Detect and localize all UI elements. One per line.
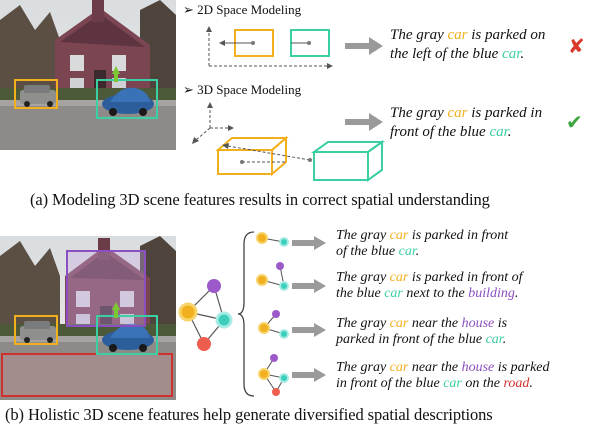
- scene-photo-a: [0, 0, 176, 150]
- word-blue-car: car: [489, 124, 508, 140]
- text-span: next to the: [402, 286, 469, 301]
- cuboid-blue-car: [310, 140, 386, 182]
- description-b3-line1: The gray car near the house is: [336, 316, 507, 332]
- text-span: the blue: [336, 286, 385, 301]
- word-road: road: [503, 376, 530, 391]
- word-blue-car: car: [485, 332, 503, 347]
- description-b1: The gray car is parked in front of the b…: [336, 228, 508, 260]
- word-gray-car: car: [389, 228, 409, 243]
- description-3d-line1: The gray car is parked in: [390, 104, 542, 123]
- word-blue-car: car: [384, 286, 403, 301]
- word-house: house: [461, 360, 495, 375]
- text-span: parked in front of the blue: [336, 332, 486, 347]
- description-2d-line2: the left of the blue car.: [390, 45, 545, 64]
- description-2d: The gray car is parked on the left of th…: [390, 26, 545, 64]
- text-span: is: [494, 316, 508, 331]
- description-b2: The gray car is parked in front of the b…: [336, 270, 523, 302]
- axes-2d: [208, 30, 329, 67]
- text-span: The gray: [336, 316, 390, 331]
- axes-3d: [195, 106, 230, 141]
- mini-graph-4: [258, 354, 289, 396]
- section-2d-bullet: ➢: [183, 2, 194, 17]
- word-gray-car: car: [389, 270, 409, 285]
- section-3d-header: ➢ 3D Space Modeling: [183, 82, 301, 98]
- section-3d-title: 3D Space Modeling: [197, 82, 302, 97]
- word-gray-car: car: [389, 360, 409, 375]
- arrow-2d-to-desc: [345, 37, 383, 55]
- text-span: .: [520, 46, 525, 62]
- axis-y-arrowhead: [206, 26, 212, 32]
- text-span: near the: [408, 360, 462, 375]
- text-span: in front of the blue: [336, 376, 444, 391]
- description-b3: The gray car near the house is parked in…: [336, 316, 507, 348]
- text-span: is parked on: [467, 27, 546, 43]
- arrow-desc-4: [292, 368, 326, 382]
- node-gray-car: [178, 302, 198, 322]
- scene-photo-b: [0, 236, 176, 400]
- text-span: front of the blue: [390, 124, 490, 140]
- arrow-desc-1: [292, 236, 326, 250]
- word-building: building: [468, 286, 515, 301]
- wrong-mark-icon: ✘: [568, 34, 585, 58]
- scene-photo-b-drawing: [0, 236, 176, 400]
- word-gray-car: car: [389, 316, 409, 331]
- text-span: .: [415, 244, 420, 259]
- section-2d-title: 2D Space Modeling: [197, 2, 302, 17]
- section-3d-bullet: ➢: [183, 82, 194, 97]
- right-mark-icon: ✔: [566, 110, 583, 134]
- description-b4-line1: The gray car near the house is parked: [336, 360, 550, 376]
- text-span: is parked in: [467, 105, 543, 121]
- text-span: The gray: [336, 360, 390, 375]
- text-span: The gray: [336, 270, 390, 285]
- text-span: .: [507, 124, 512, 140]
- word-house: house: [461, 316, 495, 331]
- arrow-desc-2: [292, 279, 326, 293]
- description-3d-line2: front of the blue car.: [390, 123, 542, 142]
- text-span: on the: [461, 376, 504, 391]
- axis-x-arrowhead: [327, 63, 333, 69]
- text-span: is parked: [494, 360, 550, 375]
- diagram-3d: [192, 102, 386, 182]
- section-2d-header: ➢ 2D Space Modeling: [183, 2, 301, 18]
- word-blue-car: car: [398, 244, 416, 259]
- text-span: near the: [408, 316, 462, 331]
- text-span: the left of the blue: [390, 46, 503, 62]
- word-gray-car: car: [447, 105, 468, 121]
- word-gray-car: car: [447, 27, 468, 43]
- text-span: The gray: [390, 105, 448, 121]
- word-blue-car: car: [443, 376, 462, 391]
- scene-photo-a-drawing: [0, 0, 176, 150]
- description-b2-line2: the blue car next to the building.: [336, 286, 523, 302]
- text-span: The gray: [390, 27, 448, 43]
- description-b2-line1: The gray car is parked in front of: [336, 270, 523, 286]
- node-building: [207, 279, 221, 293]
- mini-graph-3: [258, 310, 289, 339]
- description-2d-line1: The gray car is parked on: [390, 26, 545, 45]
- word-blue-car: car: [502, 46, 521, 62]
- node-road: [197, 337, 211, 351]
- text-span: .: [502, 332, 507, 347]
- description-b1-line2: of the blue car.: [336, 244, 508, 260]
- description-b1-line1: The gray car is parked in front: [336, 228, 508, 244]
- text-span: is parked in front of: [408, 270, 523, 285]
- diagram-2d: [206, 26, 333, 69]
- arrow-3d-to-desc: [345, 113, 383, 131]
- text-span: of the blue: [336, 244, 399, 259]
- caption-b: (b) Holistic 3D scene features help gene…: [5, 405, 493, 424]
- text-span: is parked in front: [408, 228, 509, 243]
- text-span: .: [514, 286, 519, 301]
- text-span: The gray: [336, 228, 390, 243]
- description-3d: The gray car is parked in front of the b…: [390, 104, 542, 142]
- scene-graph: [178, 279, 233, 351]
- text-span: .: [529, 376, 533, 391]
- node-blue-car: [215, 311, 233, 329]
- caption-a: (a) Modeling 3D scene features results i…: [30, 190, 490, 209]
- description-b4-line2: in front of the blue car on the road.: [336, 376, 550, 392]
- description-b4: The gray car near the house is parked in…: [336, 360, 550, 392]
- mini-graph-2: [256, 262, 289, 291]
- description-b3-line2: parked in front of the blue car.: [336, 332, 507, 348]
- mini-graph-1: [256, 232, 289, 247]
- arrow-desc-3: [292, 323, 326, 337]
- curly-brace: [237, 231, 255, 397]
